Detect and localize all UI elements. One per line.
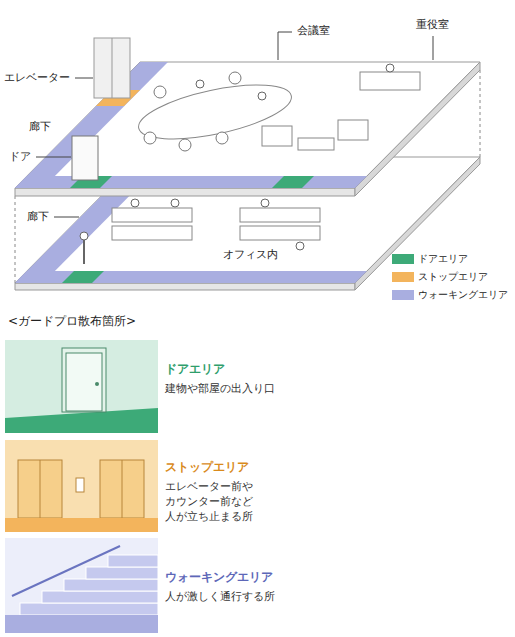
- walking-area: [5, 615, 158, 633]
- office-desk: [240, 226, 320, 240]
- elevator: [100, 460, 144, 518]
- person: [83, 240, 85, 264]
- area-label: 廊下: [26, 210, 50, 224]
- area-description: ストップエリアエレベーター前や カウンター前など 人が立ち止まる所: [163, 458, 277, 526]
- elevator: [94, 38, 130, 98]
- area-heading: ドアエリア: [165, 362, 275, 377]
- person: [386, 64, 394, 72]
- stair-step: [20, 603, 158, 615]
- sofa: [262, 126, 292, 146]
- floor-slab: [15, 283, 355, 290]
- office-desk: [112, 226, 192, 240]
- stair-step: [42, 591, 158, 603]
- chair: [179, 139, 191, 151]
- chair: [229, 72, 241, 84]
- area-heading: ウォーキングエリア: [165, 570, 275, 585]
- leader-line: [54, 217, 79, 218]
- room-label: オフィス内: [222, 248, 279, 262]
- elevator: [40, 460, 41, 518]
- stair-step: [64, 579, 158, 591]
- legend-swatch: [392, 272, 414, 282]
- floor-slab: [15, 188, 355, 196]
- walking-panel: [5, 538, 158, 633]
- person: [171, 199, 179, 207]
- chair: [216, 132, 228, 144]
- meeting-table: [134, 74, 296, 149]
- area-label: ドア: [8, 150, 32, 164]
- floor-guide: [480, 70, 481, 157]
- area-label: エレベーター: [3, 71, 71, 85]
- leader-line: [278, 32, 292, 60]
- legend-row: ストップエリア: [392, 268, 508, 286]
- walking-area: [15, 176, 367, 188]
- handrail: [12, 546, 120, 596]
- person: [196, 80, 204, 88]
- stair-step: [86, 567, 158, 579]
- area-description: ドアエリア建物や部屋の出入り口: [163, 360, 277, 398]
- door: [72, 136, 98, 180]
- person: [258, 92, 266, 100]
- legend-swatch: [392, 290, 414, 300]
- door-handle: [95, 382, 99, 386]
- door: [66, 353, 102, 411]
- legend-row: ドアエリア: [392, 250, 508, 268]
- area-label: 廊下: [28, 120, 52, 134]
- low-table: [298, 138, 334, 150]
- area-description-text: 人が激しく通行する所: [165, 589, 275, 604]
- legend-swatch: [392, 254, 414, 264]
- elevator: [18, 460, 62, 518]
- leader-line: [75, 78, 93, 79]
- walking-area: [15, 271, 367, 283]
- person: [131, 199, 139, 207]
- door-area: [62, 271, 104, 283]
- area-description-text: エレベーター前や カウンター前など 人が立ち止まる所: [165, 479, 275, 524]
- floor-plate: [15, 62, 480, 188]
- leader-line: [433, 36, 434, 60]
- door-area: [272, 176, 314, 188]
- floor-guide: [15, 196, 16, 283]
- person: [80, 232, 88, 240]
- legend-row: ウォーキングエリア: [392, 286, 508, 304]
- legend-text: ウォーキングエリア: [418, 289, 508, 301]
- room-label: 重役室: [415, 18, 450, 32]
- chair: [144, 132, 156, 144]
- call-button: [76, 478, 84, 492]
- sofa: [338, 120, 368, 140]
- room-label: 会議室: [296, 24, 331, 38]
- legend-text: ストップエリア: [418, 271, 488, 283]
- door-panel: [5, 340, 158, 433]
- person: [261, 199, 269, 207]
- elevator: [112, 38, 113, 98]
- section-heading: <ガードプロ散布箇所>: [8, 314, 136, 329]
- stop-panel: [5, 440, 158, 532]
- office-desk: [240, 208, 320, 222]
- executive-desk: [360, 72, 420, 90]
- area-description: ウォーキングエリア人が激しく通行する所: [163, 568, 277, 606]
- stair-step: [108, 555, 158, 567]
- legend: ドアエリアストップエリアウォーキングエリア: [392, 250, 508, 304]
- chair: [154, 86, 166, 98]
- door-frame: [62, 348, 106, 412]
- leader-line: [36, 157, 71, 158]
- area-description-text: 建物や部屋の出入り口: [165, 381, 275, 396]
- office-desk: [112, 208, 192, 222]
- legend-text: ドアエリア: [418, 253, 468, 265]
- area-heading: ストップエリア: [165, 460, 275, 475]
- elevator: [122, 460, 123, 518]
- stop-area: [5, 518, 158, 532]
- person: [296, 242, 304, 250]
